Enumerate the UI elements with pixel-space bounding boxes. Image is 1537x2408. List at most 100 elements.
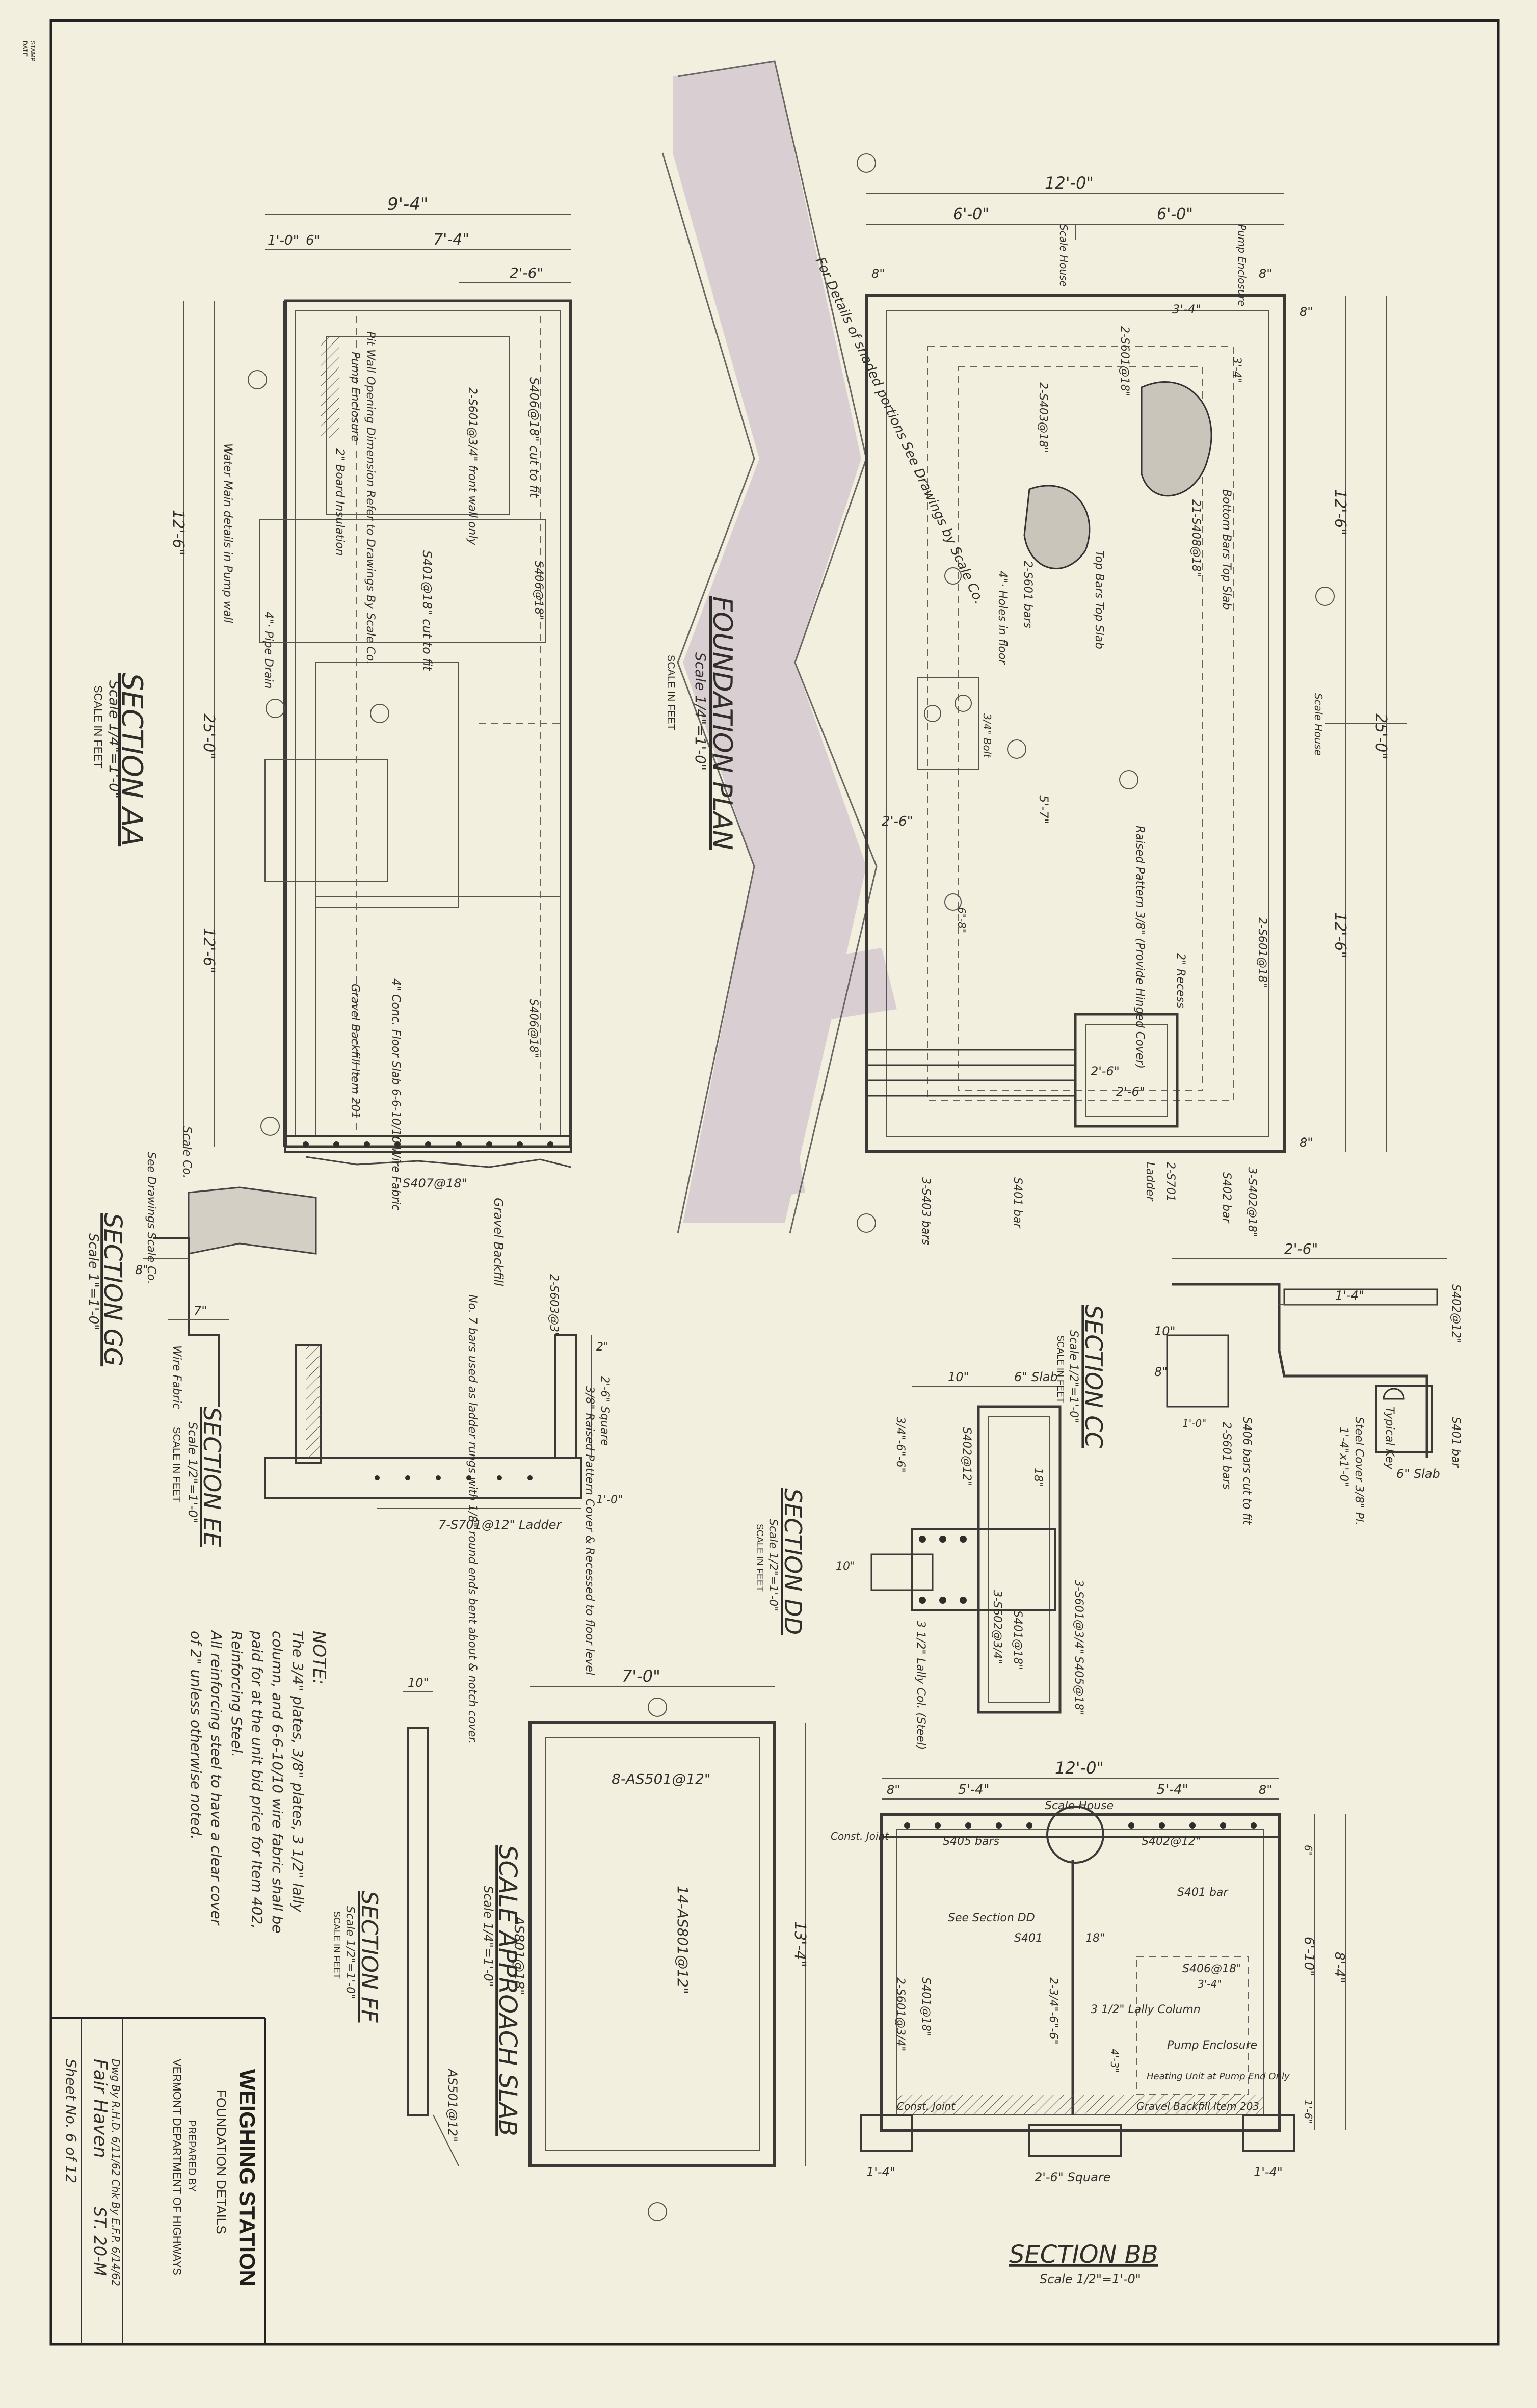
plan-label-17: Ladder — [1144, 1162, 1156, 1202]
sheet-drawn-by: Dwg By R.H.D. 6/11/62 Chk By E.F.P. 6/14… — [110, 2059, 122, 2286]
section-bb-label-13: 3 1/2" Lally Column — [1091, 2003, 1201, 2016]
section-bb-dim-12: 6" — [1302, 1845, 1314, 1856]
section-dd-label-10: 10" — [836, 1560, 855, 1573]
section-aa-label-10: Gravel Backfill Item 201 — [349, 984, 361, 1119]
plan-label-0: Pump Enclosure — [1236, 224, 1248, 306]
section-bb-label-7: 18" — [1085, 1932, 1105, 1945]
section-cc-label-8: 2-S601 bars — [1220, 1422, 1233, 1490]
approach-slab-drawing — [528, 1686, 806, 2221]
section-ee-label-2: No. 7 bars used as ladder rungs with 1/8… — [466, 1294, 479, 1744]
plan-dim-15: 3'-4" — [1230, 357, 1243, 383]
sheet-subtitle: FOUNDATION DETAILS — [214, 2089, 229, 2234]
section-bb-scale: Scale 1/2"=1'-0" — [1040, 2272, 1141, 2286]
section-ff-title: SECTION FF — [356, 1891, 382, 2023]
section-ee-label-4: 2" — [596, 1341, 608, 1354]
section-bb-label-11: 2-S601@3/4" — [894, 1977, 907, 2051]
section-cc-label-6: 1'-4"x1'-0" — [1337, 1427, 1350, 1487]
plan-scale: Scale 1/4"=1'-0" — [692, 652, 709, 771]
approach-title: SCALE APPROACH SLAB — [493, 1845, 522, 2136]
plan-dim-13: 8" — [1300, 305, 1313, 319]
section-aa-label-6: S406@18" — [532, 561, 545, 620]
foundation-plan-drawing — [661, 60, 1407, 1234]
plan-dim-8: 2'-6" — [1116, 1084, 1145, 1099]
section-bb-dim-5: 6'-10" — [1301, 1937, 1316, 1976]
sheet-place: Fair Haven — [90, 2059, 111, 2158]
section-dd-label-4: 3-S601@3/4" — [1072, 1580, 1085, 1654]
section-ff-scale: Scale 1/2"=1'-0" — [343, 1906, 356, 1999]
section-bb-dim-6: 8'-4" — [1332, 1952, 1347, 1983]
section-gg-drawing — [143, 1186, 317, 1407]
section-gg-scale: Scale 1"=1'-0" — [86, 1233, 101, 1330]
plan-label-5: 21-S408@18" — [1189, 499, 1202, 577]
plan-dim-1: 6'-0" — [953, 205, 989, 223]
section-dd-scale-note: SCALE IN FEET — [755, 1524, 765, 1592]
plan-dim-3: 12'-6" — [1331, 489, 1349, 535]
note-line-1: column, and 6-6-10/10 wire fabric shall … — [269, 1631, 286, 1934]
approach-label-1: 14-AS801@12" — [674, 1886, 691, 1994]
section-ee-scale: Scale 1/2"=1'-0" — [186, 1422, 200, 1523]
section-aa-label-7: 4"· Pipe Drain — [262, 612, 275, 689]
section-aa-label-13: Scale Co. — [180, 1126, 193, 1178]
section-aa-scale-note: SCALE IN FEET — [92, 685, 104, 769]
section-cc-label-9: 10" — [1154, 1324, 1176, 1338]
section-ee-title: SECTION EE — [198, 1407, 226, 1547]
plan-scale-note: SCALE IN FEET — [665, 655, 676, 730]
section-bb-label-8: S406@18" — [1182, 1963, 1241, 1975]
section-ee-label-1: 2-S603@3" — [547, 1274, 560, 1337]
note-line-0: The 3/4" plates, 3/8" plates, 3 1/2" lal… — [289, 1631, 306, 1912]
plan-label-18: 2-S701 — [1164, 1162, 1177, 1202]
section-bb-label-10: S401@18" — [919, 1977, 932, 2036]
section-aa-dim-4: 2'-6" — [510, 264, 543, 281]
section-cc-drawing — [1166, 1258, 1447, 1458]
plan-dim-0: 12'-0" — [1045, 173, 1094, 193]
section-ee-label-6: 7-S701@12" Ladder — [438, 1518, 562, 1532]
section-cc-label-5: Steel Cover 3/8" Pl. — [1353, 1417, 1365, 1525]
section-dd-label-6: S401@18" — [1011, 1610, 1024, 1670]
sheet-agency: VERMONT DEPARTMENT OF HIGHWAYS — [171, 2059, 183, 2275]
section-aa-label-12: S407@18" — [403, 1176, 467, 1190]
section-ee-label-3: 2'-6" Square — [598, 1376, 611, 1446]
section-aa-label-5: S401@18" cut to fit — [420, 550, 434, 672]
plan-label-20: 3/4" Bolt — [981, 713, 993, 758]
plan-label-6: Top Bars Top Slab — [1093, 550, 1105, 649]
section-ee-label-0: Gravel Backfill — [491, 1198, 506, 1286]
plan-label-3: 2-S601@18" — [1118, 326, 1131, 396]
plan-label-14: S402 bar — [1220, 1172, 1233, 1224]
section-aa-label-11: S406@18" — [527, 999, 540, 1058]
plan-label-10: 2" Recess — [1174, 953, 1187, 1009]
section-bb-dim-11: 4'-3" — [1108, 2049, 1121, 2073]
section-aa-label-2: Pit Wall Opening Dimension Refer to Draw… — [364, 331, 377, 665]
sheet-number: Sheet No. 6 of 12 — [63, 2059, 80, 2183]
plan-label-8: 4"· Holes in floor — [996, 571, 1009, 665]
sheet-prepared-by: PREPARED BY — [186, 2120, 197, 2192]
section-cc-label-2: S402@12" — [1449, 1284, 1462, 1343]
plan-label-11: 2-S403@18" — [1037, 382, 1049, 453]
section-bb-dim-0: 12'-0" — [1055, 1758, 1104, 1778]
plan-label-9: Raised Pattern 3/8" (Provide Hinged Cove… — [1133, 826, 1146, 1069]
plan-label-7: 2-S601 bars — [1021, 561, 1034, 628]
plan-label-2: Scale House — [1312, 693, 1324, 756]
section-aa-dim-6: 25'-0" — [200, 713, 218, 759]
plan-dim-7: 2'-6" — [882, 814, 913, 829]
section-bb-dim-7: 1'-4" — [866, 2165, 895, 2179]
note-title: NOTE: — [309, 1631, 329, 1685]
section-bb-label-0: S405 bars — [943, 1835, 999, 1848]
plan-dim-12: 8" — [1259, 267, 1272, 281]
note-line-5: of 2" unless otherwise noted. — [188, 1631, 204, 1840]
section-aa-title: SECTION AA — [115, 673, 148, 846]
section-aa-dim-5: 12'-6" — [169, 510, 187, 555]
section-bb-label-6: S401 — [1014, 1932, 1043, 1945]
note-line-3: Reinforcing Steel. — [228, 1631, 245, 1757]
section-cc-label-10: 8" — [1154, 1365, 1168, 1379]
section-bb-label-9: 3'-4" — [1198, 1978, 1222, 1990]
section-bb-label-3: Const. Joint — [831, 1830, 889, 1842]
section-dd-drawing — [870, 1386, 1062, 1714]
section-dd-label-1: 6" Slab — [1014, 1370, 1058, 1384]
section-aa-scale: Scale 1/4"=1'-0" — [106, 680, 123, 799]
plan-label-13: S401 bar — [1011, 1177, 1024, 1229]
section-cc-scale: Scale 1/2"=1'-0" — [1067, 1330, 1080, 1423]
section-bb-dim-4: 8" — [1259, 1783, 1272, 1797]
section-bb-dim-2: 5'-4" — [958, 1782, 990, 1797]
section-aa-label-1: 2-S601@3/4" front wall only — [466, 387, 479, 545]
